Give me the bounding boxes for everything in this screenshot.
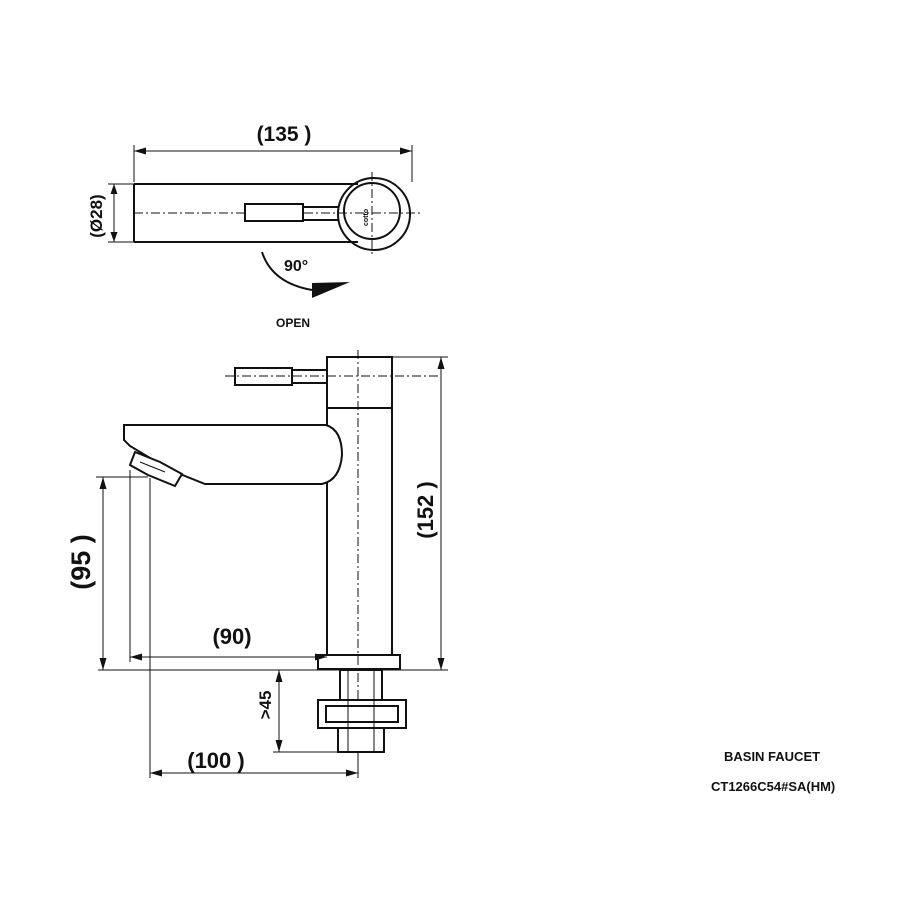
body-column — [326, 356, 393, 656]
model-code: CT1266C54#SA(HM) — [711, 779, 835, 794]
rotation-arrow — [312, 282, 350, 298]
dimension-diameter-label: (Ø28) — [87, 194, 106, 237]
body-inner-circle — [343, 182, 401, 240]
rotation-arc — [261, 251, 313, 291]
dimension-height-152: (152 ) — [392, 356, 448, 671]
dimension-below-deck-45: >45 — [256, 670, 338, 753]
rotation-indicator: 90° OPEN — [261, 251, 350, 330]
dimension-spout-height-label: (95 ) — [66, 534, 96, 590]
dimension-diameter-28: (Ø28) — [87, 183, 136, 243]
dimension-base-offset-100: (100 ) — [149, 478, 359, 778]
dimension-spout-height-95: (95 ) — [66, 476, 148, 670]
rotation-angle-label: 90° — [284, 258, 308, 275]
dimension-spout-reach-90: (90) — [129, 470, 327, 662]
dimension-height-152-label: (152 ) — [413, 481, 438, 538]
spout-side — [123, 424, 344, 485]
top-view: (135 ) (Ø28) cotto 90° OPEN — [87, 123, 420, 330]
title-block: BASIN FAUCET CT1266C54#SA(HM) — [711, 749, 835, 794]
dimension-width-label: (135 ) — [257, 123, 312, 146]
lever-handle-top — [244, 203, 304, 222]
body-outer-circle — [337, 177, 411, 251]
mounting-shank — [317, 669, 407, 753]
dimension-below-deck-label: >45 — [256, 691, 275, 720]
product-name: BASIN FAUCET — [724, 749, 820, 764]
rotation-open-label: OPEN — [276, 316, 310, 330]
dimension-width-135: (135 ) — [133, 123, 413, 182]
dimension-base-offset-label: (100 ) — [187, 748, 244, 773]
deck-base-plate — [317, 654, 401, 670]
side-view: (152 ) (95 ) (90) >45 — [66, 350, 448, 778]
brand-mark: cotto — [363, 209, 370, 226]
dimension-spout-reach-label: (90) — [212, 624, 251, 649]
aerator — [128, 450, 184, 488]
